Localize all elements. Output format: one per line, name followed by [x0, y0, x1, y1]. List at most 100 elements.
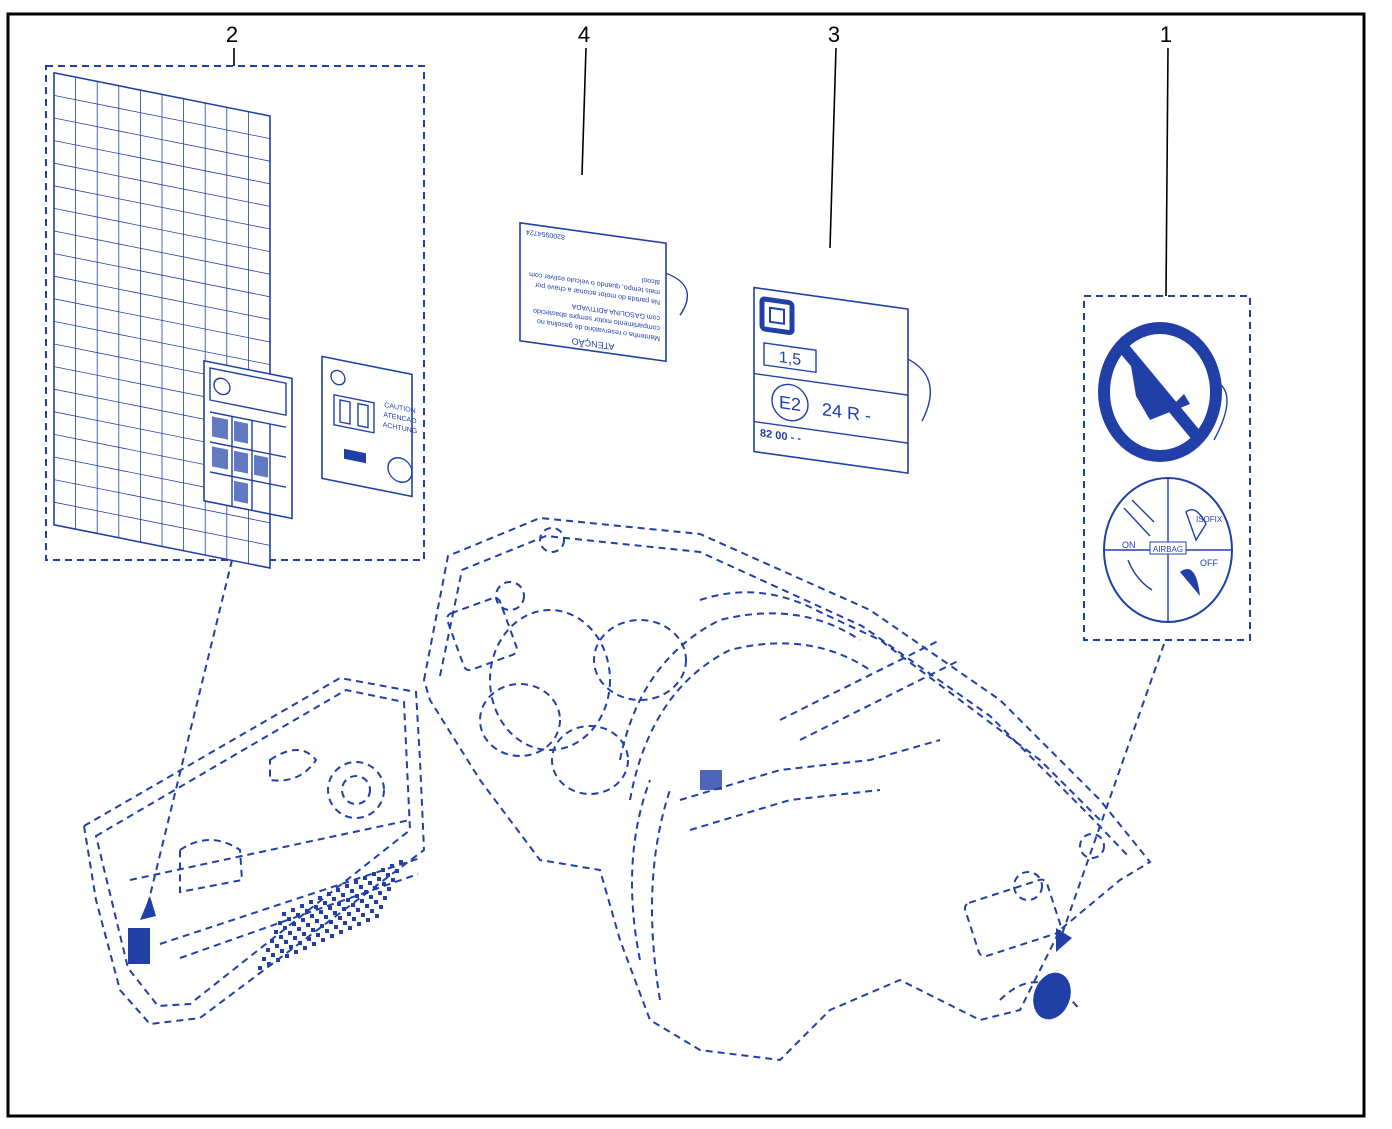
grille-dot — [305, 909, 309, 913]
placement-arrow-2 — [140, 896, 156, 920]
callout-2: 2 — [226, 22, 238, 47]
grille-dot — [359, 885, 363, 889]
airbag-on-text: ON — [1122, 540, 1136, 550]
grille-dot — [369, 895, 373, 899]
instruction-card-front — [203, 359, 293, 520]
grid-line — [54, 208, 270, 253]
grille-dot — [307, 937, 311, 941]
grille-dot — [346, 898, 350, 902]
grille-dot — [395, 869, 399, 873]
grille-dot — [276, 958, 280, 962]
grid-line — [54, 501, 270, 546]
dashboard — [422, 516, 1152, 1062]
grille-dot — [373, 886, 377, 890]
grille-dot — [312, 942, 316, 946]
callout-4: 4 — [578, 22, 590, 47]
grille-dot — [379, 905, 383, 909]
grille-dot — [274, 930, 278, 934]
grille-dot — [288, 931, 292, 935]
grille-dot — [366, 918, 370, 922]
grille-dot — [285, 954, 289, 958]
grille-dot — [338, 916, 342, 920]
grille-dot — [354, 880, 358, 884]
grille-dot — [267, 962, 271, 966]
grid-line — [54, 94, 270, 139]
fuel-warning-line: álcool — [641, 276, 660, 286]
grille-dot — [293, 936, 297, 940]
grille-dot — [278, 921, 282, 925]
grille-dot — [357, 922, 361, 926]
callout-1: 1 — [1160, 22, 1172, 47]
grille-dot — [383, 896, 387, 900]
grille-dot — [374, 900, 378, 904]
grille-dot — [321, 938, 325, 942]
placement-leader-2 — [145, 559, 233, 913]
grid-line — [54, 185, 270, 230]
callout-3: 3 — [828, 22, 840, 47]
grille-dot — [298, 941, 302, 945]
grille-dot — [297, 927, 301, 931]
grille-dot — [282, 912, 286, 916]
grille-dot — [391, 878, 395, 882]
instruction-card-caution: CAUTION ATENCAO ACHTUNG — [321, 355, 417, 498]
grille-dot — [283, 926, 287, 930]
grille-dot — [284, 940, 288, 944]
grille-dot — [377, 877, 381, 881]
airbag-on-off-sticker: AIRBAG ON OFF ISOFIX — [1103, 477, 1233, 623]
grille-dot — [314, 905, 318, 909]
grid-line — [54, 162, 270, 207]
grille-dot — [355, 894, 359, 898]
grille-dot — [345, 884, 349, 888]
grille-dot — [323, 901, 327, 905]
grille-dot — [337, 902, 341, 906]
grille-dot — [360, 899, 364, 903]
grille-dot — [341, 893, 345, 897]
grille-dot — [390, 864, 394, 868]
grille-dot — [339, 930, 343, 934]
grille-dot — [332, 897, 336, 901]
grille-dot — [356, 908, 360, 912]
grille-dot — [319, 910, 323, 914]
grille-dot — [296, 913, 300, 917]
grille-dot — [386, 873, 390, 877]
grille-dot — [294, 950, 298, 954]
grille-dot — [266, 948, 270, 952]
grille-dot — [329, 920, 333, 924]
grille-dot — [399, 860, 403, 864]
grille-dot — [306, 923, 310, 927]
grid-line — [54, 479, 270, 524]
grid-line — [54, 230, 270, 275]
grille-dot — [336, 888, 340, 892]
grille-dot — [302, 932, 306, 936]
no-child-seat-sticker — [1098, 322, 1228, 462]
grid-line — [54, 321, 270, 366]
grille-dot — [363, 876, 367, 880]
fuel-warning-label: ATENÇÃO Mantenha o reservatório de gasol… — [519, 221, 689, 363]
grille-dot — [381, 868, 385, 872]
grille-dot — [300, 904, 304, 908]
grille-dot — [311, 928, 315, 932]
grille-dot — [352, 917, 356, 921]
airbag-sticker-group: AIRBAG ON OFF ISOFIX — [1083, 295, 1251, 641]
airbag-off-text: OFF — [1200, 558, 1218, 568]
grille-dot — [289, 945, 293, 949]
grille-dot — [287, 917, 291, 921]
grille-dot — [334, 925, 338, 929]
grille-dot — [333, 911, 337, 915]
grille-dot — [270, 939, 274, 943]
diagram-frame — [6, 12, 1366, 1118]
grille-dot — [309, 900, 313, 904]
leader-4 — [581, 47, 587, 176]
grille-dot — [343, 921, 347, 925]
grille-dot — [315, 919, 319, 923]
grille-dot — [361, 913, 365, 917]
grille-dot — [347, 912, 351, 916]
door-label-position — [128, 928, 150, 964]
grille-dot — [279, 935, 283, 939]
grille-dot — [318, 896, 322, 900]
grille-dot — [320, 924, 324, 928]
grille-dot — [324, 915, 328, 919]
label-sheet-group: CAUTION ATENCAO ACHTUNG — [45, 65, 425, 569]
leader-1 — [1165, 47, 1169, 297]
